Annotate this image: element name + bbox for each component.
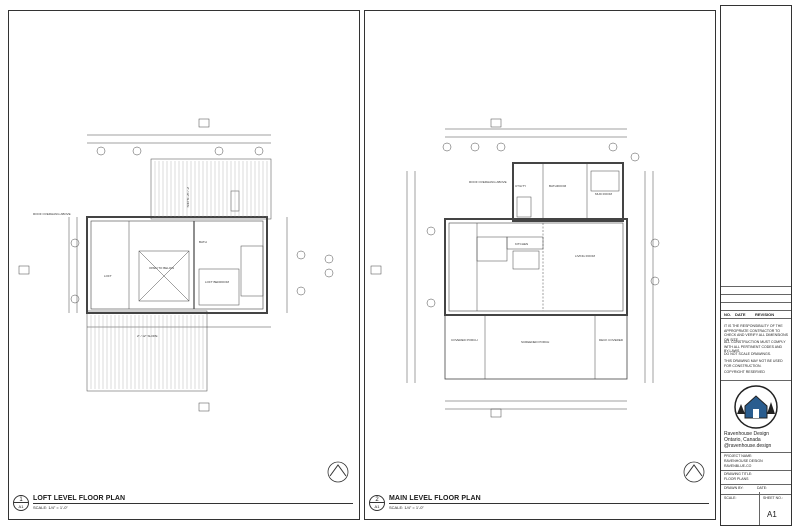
loft-floor-plan-sheet: ROOF OVERHANG ABOVE LOFT OPEN TO BELOW L… xyxy=(8,10,360,520)
covered-porch-label: COVERED PORCH xyxy=(451,338,478,342)
screened-porch-label: SCREENED PORCH xyxy=(521,340,549,344)
project-sub: RAVENBLUE-CO xyxy=(724,464,752,468)
drawing-title: MAIN LEVEL FLOOR PLAN xyxy=(389,495,481,502)
loft-bedroom-label: LOFT BEDROOM xyxy=(205,280,229,284)
roof-slope-lower: 2" / 12" SLOPE xyxy=(137,334,157,338)
mud-room-label: MUD ROOM xyxy=(595,192,612,196)
note-2: ALL CONSTRUCTION MUST COMPLY WITH ALL PE… xyxy=(724,340,786,353)
roof-lower xyxy=(86,310,208,392)
loft-plan-drawing: ROOF OVERHANG ABOVE LOFT OPEN TO BELOW L… xyxy=(18,118,334,412)
revision-date-header: DATE xyxy=(735,312,746,317)
porch-outline xyxy=(444,314,628,380)
sheet-number: A1 xyxy=(767,510,777,519)
drawn-by-label: DRAWN BY: xyxy=(724,486,744,490)
revision-header: REVISION xyxy=(755,312,775,317)
main-plan-drawing: ROOF OVERHANG ABOVE UTILITY BATHROOM MUD… xyxy=(370,118,660,418)
firm-name: Ravenhouse Design xyxy=(724,431,770,437)
main-roof-overhang-note: ROOF OVERHANG ABOVE xyxy=(469,180,507,184)
drawing-title: LOFT LEVEL FLOOR PLAN xyxy=(33,495,126,502)
open-to-below-label: OPEN TO BELOW xyxy=(149,266,174,270)
drawing-label: DRAWING TITLE: xyxy=(724,472,753,476)
project-name: RAVENHOUSE DESIGN xyxy=(724,459,763,463)
roof-upper xyxy=(150,158,272,220)
ravenhouse-logo-icon xyxy=(734,385,778,429)
project-label: PROJECT NAME: xyxy=(724,454,753,458)
note-5: COPYRIGHT RESERVED xyxy=(724,370,765,374)
drawing-number-bubble: 2 A1 xyxy=(369,495,385,511)
main-plan-caption: 2 A1 MAIN LEVEL FLOOR PLAN SCALE: 1/4" =… xyxy=(369,495,709,513)
utility-label: UTILITY xyxy=(515,184,526,188)
note-3: DO NOT SCALE DRAWINGS. xyxy=(724,352,772,356)
revision-no-header: NO. xyxy=(724,312,732,317)
bathroom-wing-walls xyxy=(512,162,624,222)
main-walls xyxy=(444,218,628,316)
loft-bath-label: BATH xyxy=(199,240,207,244)
loft-walls xyxy=(86,216,268,314)
north-arrow-icon xyxy=(327,461,349,483)
loft-plan-caption: 1 A1 LOFT LEVEL FLOOR PLAN SCALE: 1/4" =… xyxy=(13,495,353,513)
bathroom-label: BATHROOM xyxy=(549,184,567,188)
drawing-name: FLOOR PLANS xyxy=(724,477,749,481)
deck-label: DECK COVERED xyxy=(599,338,624,342)
kitchen-label: KITCHEN xyxy=(515,242,528,246)
scale-label: SCALE: xyxy=(724,496,737,500)
roof-slope-upper: 2" / 12" SLOPE xyxy=(186,187,190,207)
title-block: NO. DATE REVISION IT IS THE RESPONSIBILI… xyxy=(720,5,792,526)
drawing-scale: SCALE: 1/4" = 1'-0" xyxy=(33,505,68,510)
loft-label: LOFT xyxy=(104,274,112,278)
drawing-scale: SCALE: 1/4" = 1'-0" xyxy=(389,505,424,510)
date-label: DATE: xyxy=(757,486,768,490)
drawing-number-bubble: 1 A1 xyxy=(13,495,29,511)
note-4: THIS DRAWING MAY NOT BE USED FOR CONSTRU… xyxy=(724,359,783,368)
main-floor-plan-sheet: ROOF OVERHANG ABOVE UTILITY BATHROOM MUD… xyxy=(364,10,716,520)
firm-social: @ravenhouse.design xyxy=(724,443,772,449)
loft-roof-overhang-note: ROOF OVERHANG ABOVE xyxy=(33,212,71,216)
sheet-no-label: SHEET NO.: xyxy=(763,496,783,500)
north-arrow-icon xyxy=(683,461,705,483)
living-room-label: LIVING ROOM xyxy=(575,254,596,258)
firm-location: Ontario, Canada xyxy=(724,437,761,443)
note-1: IT IS THE RESPONSIBILITY OF THE APPROPRI… xyxy=(724,324,788,342)
